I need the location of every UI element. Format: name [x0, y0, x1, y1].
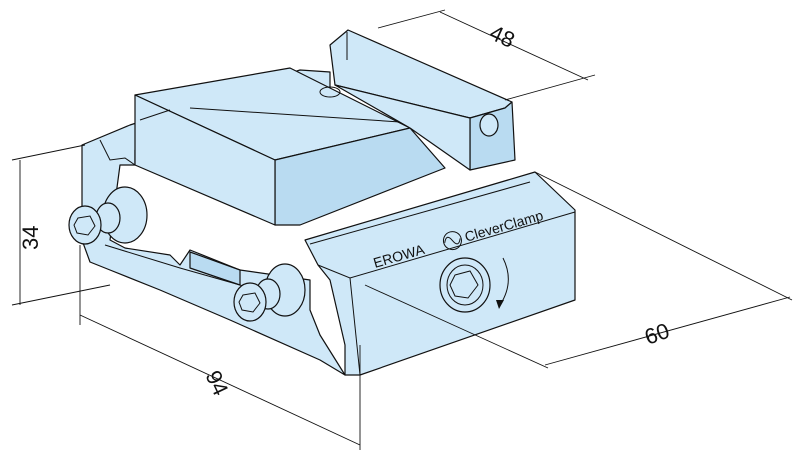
front-plate	[304, 171, 576, 376]
hex-socket-icon	[449, 270, 479, 299]
svg-text:34: 34	[18, 226, 43, 250]
svg-text:60: 60	[641, 318, 673, 350]
svg-text:94: 94	[200, 367, 233, 400]
right-jaw	[319, 29, 516, 171]
screw-right	[233, 263, 306, 322]
jaw-hole	[479, 113, 499, 137]
hex-drive	[439, 257, 491, 313]
screw-left	[68, 186, 148, 245]
dimension-34: 34	[11, 144, 111, 306]
svg-text:48: 48	[486, 20, 519, 53]
lower-key	[189, 251, 241, 286]
